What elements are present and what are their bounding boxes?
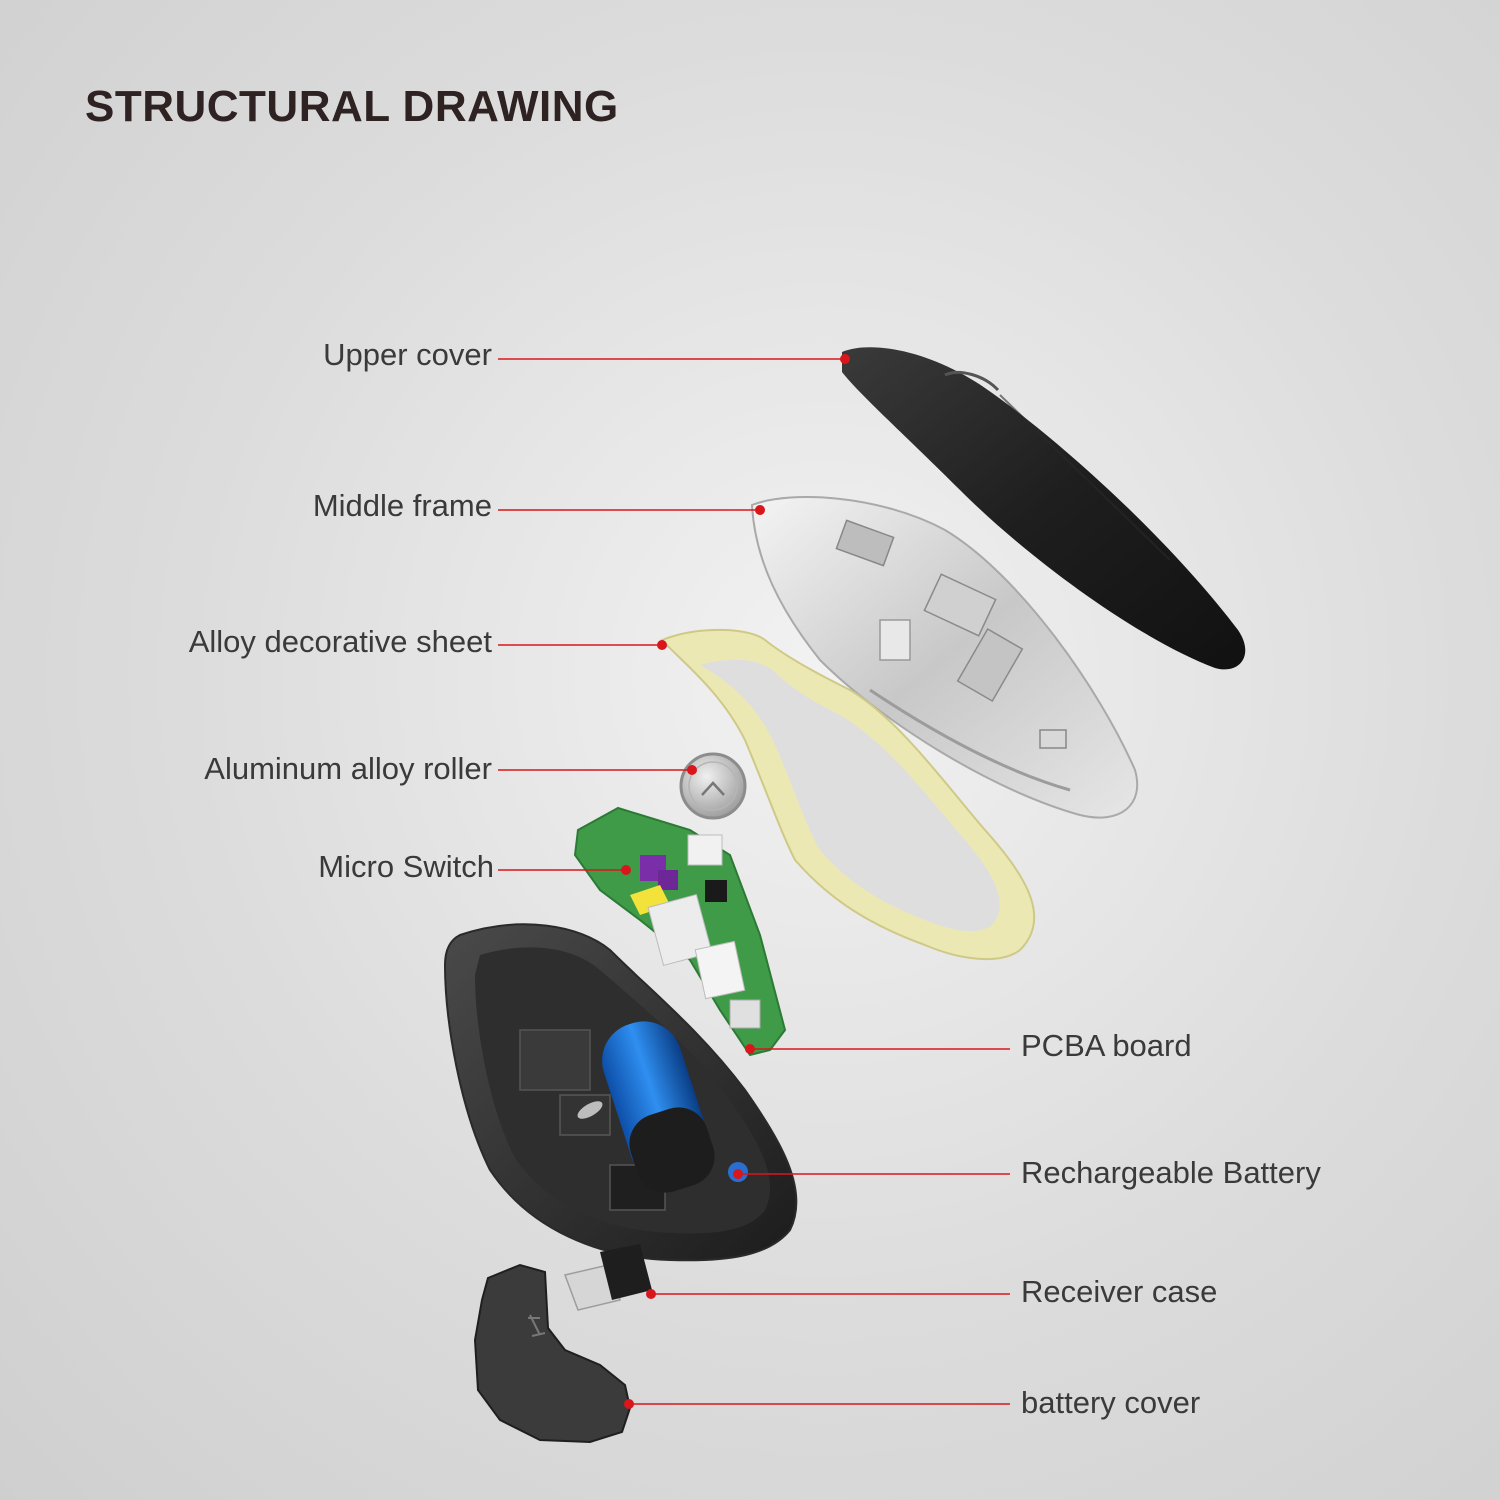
alloy-sheet-part <box>660 628 1036 960</box>
bottom-shell-part <box>443 923 798 1262</box>
label-alloy-sheet: Alloy decorative sheet <box>188 624 492 659</box>
battery-cover-part <box>473 1263 632 1444</box>
leader-dot-micro-switch <box>621 865 631 875</box>
label-battery: Rechargeable Battery <box>1021 1155 1321 1190</box>
label-battery-cover: battery cover <box>1021 1385 1201 1420</box>
label-micro-switch: Micro Switch <box>318 849 494 884</box>
leader-dot-middle-frame <box>755 505 765 515</box>
leader-dot-battery-cover <box>624 1399 634 1409</box>
label-pcba: PCBA board <box>1021 1028 1192 1063</box>
upper-cover-part <box>842 347 1246 670</box>
leader-dot-receiver <box>646 1289 656 1299</box>
leader-dot-battery <box>733 1169 743 1179</box>
middle-frame-part <box>750 496 1139 819</box>
label-upper-cover: Upper cover <box>323 337 492 372</box>
leader-dot-upper-cover <box>840 354 850 364</box>
label-middle-frame: Middle frame <box>312 488 492 523</box>
leader-dot-alloy-sheet <box>657 640 667 650</box>
label-roller: Aluminum alloy roller <box>204 751 492 786</box>
aluminum-roller-part <box>679 752 747 820</box>
page-title: STRUCTURAL DRAWING <box>85 82 619 131</box>
leader-dot-roller <box>687 765 697 775</box>
label-receiver: Receiver case <box>1021 1274 1218 1309</box>
receiver-part <box>564 1244 652 1311</box>
leader-lines <box>498 354 1010 1409</box>
leader-dot-pcba <box>745 1044 755 1054</box>
